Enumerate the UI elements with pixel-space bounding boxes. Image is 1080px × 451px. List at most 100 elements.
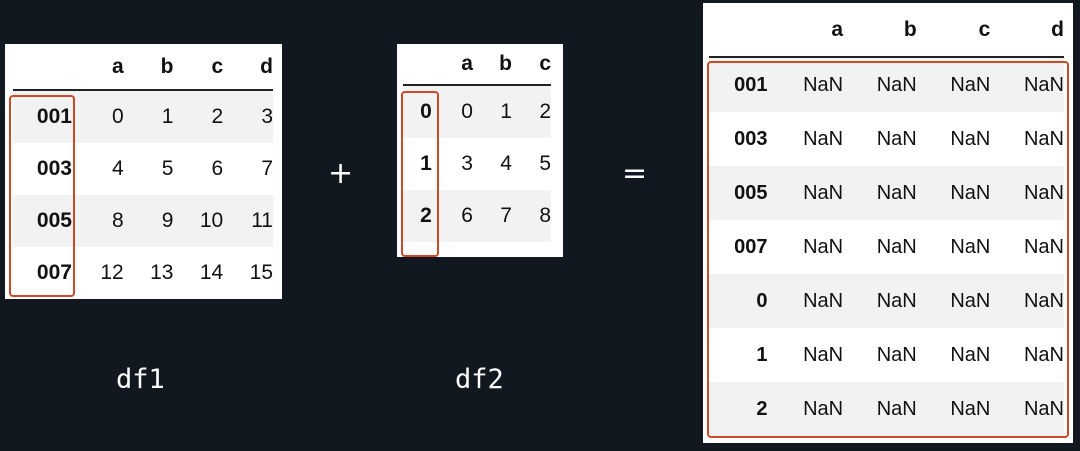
result-cell: NaN — [1023, 73, 1064, 96]
result-cell: NaN — [950, 235, 991, 258]
result-cell: NaN — [1023, 397, 1064, 420]
df2-table: a b c 0 0 1 2 1 3 4 5 2 6 7 8 — [403, 44, 551, 242]
result-row-index: 0 — [756, 289, 768, 312]
result-cell: NaN — [1023, 289, 1064, 312]
result-col-header: d — [1051, 17, 1064, 41]
df1-cell: 5 — [161, 157, 174, 180]
result-cell: NaN — [876, 235, 917, 258]
df1-row-index: 003 — [36, 157, 72, 180]
result-row-index: 005 — [734, 181, 768, 204]
table-row: 005 NaN NaN NaN NaN — [709, 166, 1064, 220]
result-col-header: a — [831, 17, 844, 41]
result-cell: NaN — [1023, 127, 1064, 150]
result-cell: NaN — [1023, 343, 1064, 366]
df1-col-header: d — [260, 54, 273, 78]
df1-cell: 0 — [112, 105, 124, 128]
df2-col-header: a — [461, 52, 473, 75]
result-col-header: c — [978, 17, 991, 41]
equals-operator: = — [622, 156, 648, 191]
result-cell: NaN — [1023, 235, 1064, 258]
table-row: 0 0 1 2 — [403, 85, 551, 138]
df2-col-header: c — [539, 52, 551, 75]
result-cell: NaN — [950, 181, 991, 204]
result-cell: NaN — [803, 343, 844, 366]
result-cell: NaN — [950, 397, 991, 420]
result-col-header: b — [903, 17, 917, 41]
df2-row-index: 2 — [420, 204, 432, 227]
result-cell: NaN — [876, 181, 917, 204]
table-row: 003 4 5 6 7 — [13, 143, 273, 195]
result-cell: NaN — [803, 127, 844, 150]
result-cell: NaN — [876, 127, 917, 150]
table-row: 1 NaN NaN NaN NaN — [709, 328, 1064, 382]
df1-row-index: 007 — [36, 261, 72, 284]
df1-cell: 7 — [261, 157, 273, 180]
result-row-index: 003 — [734, 127, 768, 150]
result-cell: NaN — [876, 289, 917, 312]
df2-cell: 8 — [539, 204, 551, 227]
result-cell: NaN — [803, 397, 844, 420]
df1-cell: 14 — [199, 261, 224, 284]
df1-corner — [13, 44, 74, 90]
df1-cell: 3 — [261, 105, 273, 128]
result-cell: NaN — [950, 289, 991, 312]
df1-cell: 1 — [161, 105, 174, 128]
result-cell: NaN — [803, 73, 844, 96]
result-cell: NaN — [950, 127, 991, 150]
df2-row-index: 0 — [420, 100, 432, 123]
df1-cell: 13 — [150, 261, 174, 284]
result-cell: NaN — [876, 397, 917, 420]
plus-operator: + — [328, 156, 354, 191]
df1-table: a b c d 001 0 1 2 3 003 4 5 6 7 005 — [13, 44, 273, 299]
result-row-index: 2 — [756, 397, 768, 420]
result-table: a b c d 001 NaN NaN NaN NaN 003 NaN NaN … — [709, 3, 1064, 436]
df1-cell: 2 — [211, 105, 224, 128]
df2-corner — [403, 44, 434, 85]
df2-cell: 0 — [461, 100, 473, 123]
df1-row-index: 001 — [36, 105, 72, 128]
df1-cell: 12 — [100, 261, 124, 284]
df1-cell: 15 — [249, 261, 273, 284]
df2-cell: 7 — [500, 204, 512, 227]
result-cell: NaN — [1023, 181, 1064, 204]
result-cell: NaN — [950, 343, 991, 366]
result-cell: NaN — [803, 289, 844, 312]
table-row: 0 NaN NaN NaN NaN — [709, 274, 1064, 328]
df2-header-row: a b c — [403, 44, 551, 85]
table-row: 005 8 9 10 11 — [13, 195, 273, 247]
df1-table-panel: a b c d 001 0 1 2 3 003 4 5 6 7 005 — [5, 44, 282, 299]
df2-cell: 2 — [539, 100, 551, 123]
df1-col-header: c — [211, 54, 224, 78]
df1-col-header: b — [160, 54, 174, 78]
table-row: 001 0 1 2 3 — [13, 90, 273, 143]
result-cell: NaN — [803, 181, 844, 204]
df1-cell: 10 — [199, 209, 224, 232]
df2-row-index: 1 — [420, 152, 432, 175]
table-row: 1 3 4 5 — [403, 138, 551, 190]
df1-cell: 11 — [251, 209, 273, 232]
result-row-index: 1 — [756, 343, 768, 366]
df2-table-panel: a b c 0 0 1 2 1 3 4 5 2 6 7 8 — [397, 44, 563, 257]
df2-col-header: b — [499, 52, 512, 75]
result-cell: NaN — [876, 343, 917, 366]
result-cell: NaN — [803, 235, 844, 258]
df1-cell: 4 — [112, 157, 124, 180]
df1-cell: 8 — [112, 209, 124, 232]
df1-cell: 9 — [161, 209, 174, 232]
df1-header-row: a b c d — [13, 44, 273, 90]
df2-cell: 6 — [461, 204, 473, 227]
df1-row-index: 005 — [36, 209, 72, 232]
result-cell: NaN — [876, 73, 917, 96]
df2-cell: 3 — [461, 152, 473, 175]
df2-cell: 5 — [539, 152, 551, 175]
result-row-index: 007 — [734, 235, 768, 258]
df1-caption: df1 — [116, 364, 165, 395]
table-row: 2 6 7 8 — [403, 190, 551, 242]
result-table-panel: a b c d 001 NaN NaN NaN NaN 003 NaN NaN … — [703, 3, 1073, 443]
df2-cell: 4 — [500, 152, 512, 175]
table-row: 003 NaN NaN NaN NaN — [709, 112, 1064, 166]
table-row: 007 NaN NaN NaN NaN — [709, 220, 1064, 274]
result-cell: NaN — [950, 73, 991, 96]
df1-col-header: a — [112, 54, 124, 78]
df1-cell: 6 — [211, 157, 224, 180]
